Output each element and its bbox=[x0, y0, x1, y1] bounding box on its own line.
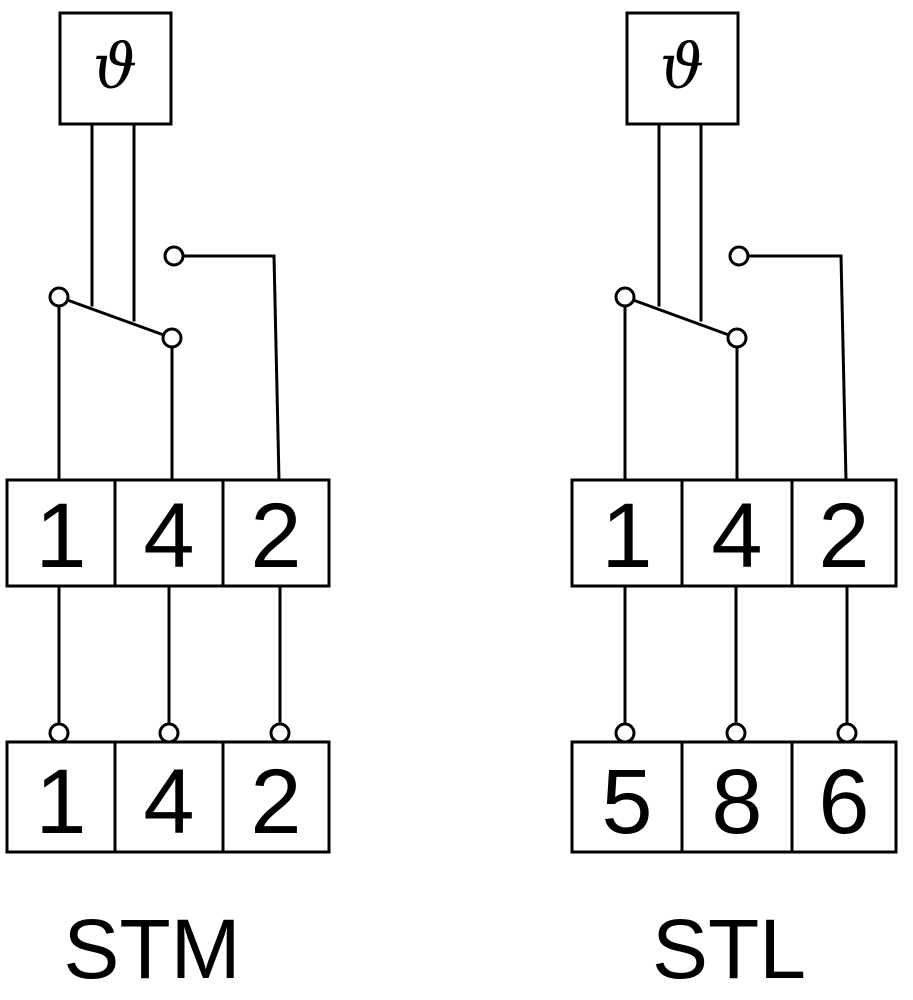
stm-upper-terminal-1 bbox=[5, 478, 117, 588]
stl-upper-terminal-1-label: 1 bbox=[601, 485, 652, 587]
stl-contact-node-2 bbox=[728, 245, 750, 267]
stl-lower-terminal-5 bbox=[570, 740, 684, 854]
stl-sensor-box bbox=[625, 11, 740, 126]
stl-lower-node-6 bbox=[836, 722, 858, 744]
stl-contact-node-4 bbox=[726, 327, 748, 349]
unit-stl: ϑ 1 4 2 bbox=[570, 11, 898, 996]
stl-sensor-theta: ϑ bbox=[660, 30, 704, 103]
stl-lower-terminal-block: 5 8 6 bbox=[570, 740, 898, 854]
stm-switch-blade bbox=[57, 295, 174, 340]
stl-lower-terminal-5-label: 5 bbox=[601, 751, 652, 853]
stm-unit-label: STM bbox=[63, 902, 240, 996]
stm-upper-terminal-block: 1 4 2 bbox=[5, 478, 331, 588]
stm-lower-node-1 bbox=[48, 722, 70, 744]
stm-lower-node-4 bbox=[158, 722, 180, 744]
stm-sensor-theta: ϑ bbox=[93, 30, 137, 103]
stm-sensor-box bbox=[58, 11, 173, 126]
stm-switch-pivot-node bbox=[48, 286, 70, 308]
stm-contact-node-4 bbox=[161, 327, 183, 349]
stl-upper-terminal-block: 1 4 2 bbox=[570, 478, 898, 588]
stm-upper-terminal-4 bbox=[113, 478, 225, 588]
stm-contact-wire-2 bbox=[172, 254, 281, 482]
stm-lower-terminal-4-label: 4 bbox=[143, 751, 194, 853]
stl-upper-terminal-2 bbox=[790, 478, 898, 588]
stm-lower-terminal-1 bbox=[5, 740, 117, 854]
stm-lower-terminal-2 bbox=[221, 740, 331, 854]
stl-lower-node-8 bbox=[725, 722, 747, 744]
stl-upper-terminal-1 bbox=[570, 478, 684, 588]
stl-unit-label: STL bbox=[652, 902, 806, 996]
stl-upper-terminal-4-label: 4 bbox=[711, 485, 762, 587]
stm-lower-terminal-1-label: 1 bbox=[35, 751, 86, 853]
stl-lower-node-5 bbox=[614, 722, 636, 744]
stm-upper-terminal-1-label: 1 bbox=[35, 485, 86, 587]
stl-upper-terminal-2-label: 2 bbox=[818, 485, 869, 587]
stm-lower-terminal-4 bbox=[113, 740, 225, 854]
stl-lower-terminal-6 bbox=[790, 740, 898, 854]
stl-lower-terminal-6-label: 6 bbox=[818, 751, 869, 853]
stm-upper-terminal-2-label: 2 bbox=[250, 485, 301, 587]
stm-lower-node-2 bbox=[269, 722, 291, 744]
stl-switch-pivot-node bbox=[614, 286, 636, 308]
stl-lower-terminal-8 bbox=[680, 740, 794, 854]
unit-stm: ϑ 1 4 2 bbox=[5, 11, 331, 996]
stm-lower-terminal-block: 1 4 2 bbox=[5, 740, 331, 854]
stl-switch-blade bbox=[623, 295, 739, 340]
stm-lower-terminal-2-label: 2 bbox=[250, 751, 301, 853]
stm-upper-terminal-4-label: 4 bbox=[143, 485, 194, 587]
stl-contact-wire-2 bbox=[737, 254, 848, 482]
stm-contact-node-2 bbox=[163, 245, 185, 267]
stl-lower-terminal-8-label: 8 bbox=[711, 751, 762, 853]
stm-upper-terminal-2 bbox=[221, 478, 331, 588]
